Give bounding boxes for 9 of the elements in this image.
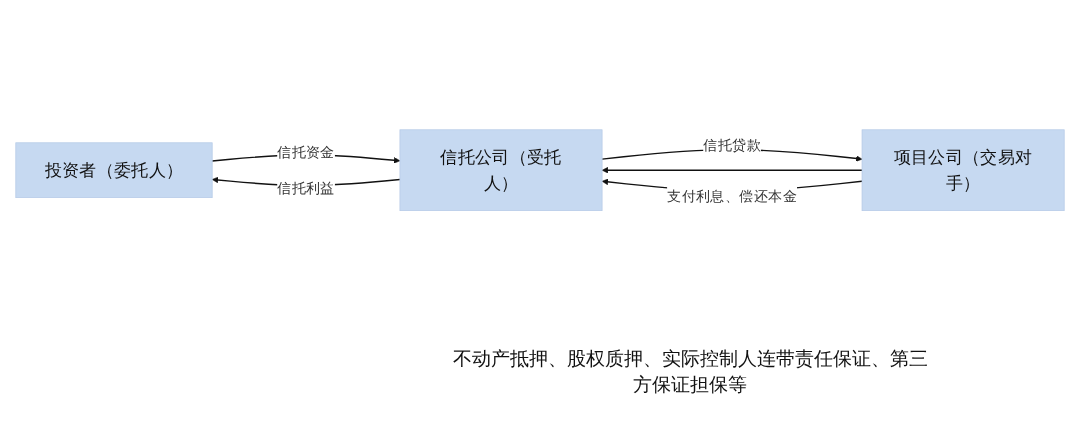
node-box: 项目公司（交易对手） bbox=[861, 129, 1065, 211]
node-box: 投资者（委托人） bbox=[15, 142, 213, 198]
edge-label: 支付利息、偿还本金 bbox=[667, 186, 798, 204]
edge-label: 信托贷款 bbox=[703, 136, 761, 154]
edge-label: 信托利益 bbox=[277, 179, 335, 197]
arrow bbox=[601, 166, 863, 174]
note-text: 不动产抵押、股权质押、实际控制人连带责任保证、第三方保证担保等 bbox=[451, 346, 929, 397]
edge-label: 信托资金 bbox=[277, 143, 335, 161]
node-box: 信托公司（受托人） bbox=[399, 129, 603, 211]
